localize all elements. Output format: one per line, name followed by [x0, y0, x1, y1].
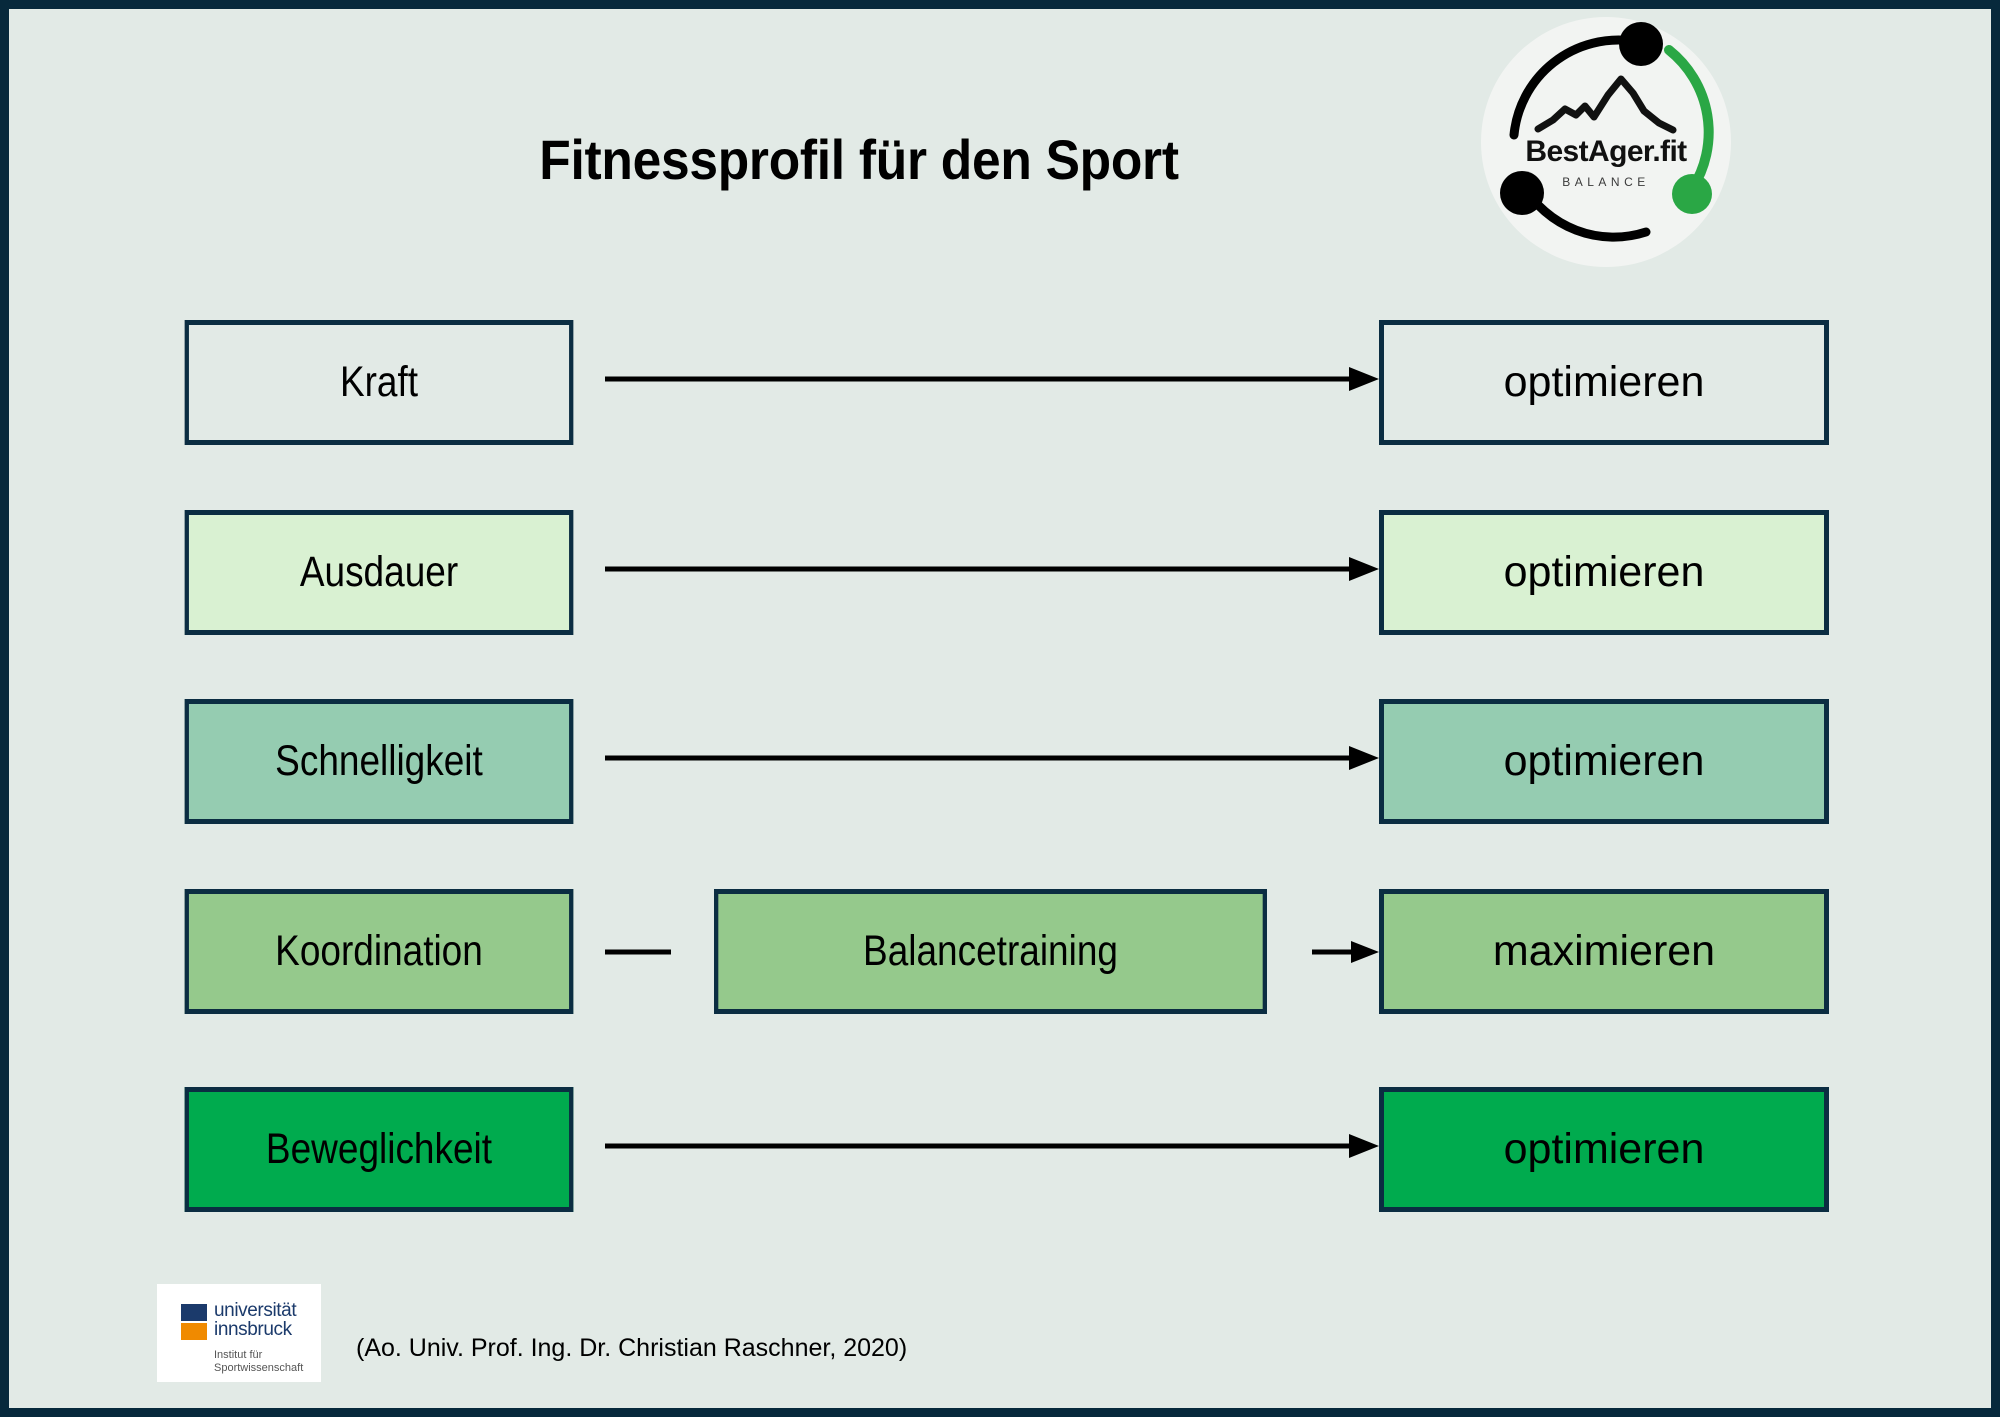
box-koordination-goal-label: maximieren	[1492, 927, 1716, 975]
box-schnelligkeit-goal-label: optimieren	[1503, 737, 1705, 785]
box-beweglichkeit-goal[interactable]: optimieren	[1379, 1087, 1829, 1212]
logo-arcs-icon	[1500, 22, 1714, 242]
box-beweglichkeit-label: Beweglichkeit	[265, 1125, 493, 1173]
arrow-schnelligkeit	[605, 743, 1379, 773]
box-koordination-goal[interactable]: maximieren	[1379, 889, 1829, 1014]
box-schnelligkeit-goal[interactable]: optimieren	[1379, 699, 1829, 824]
page-title: Fitnessprofil für den Sport	[539, 128, 1179, 191]
bestager-logo: BestAger.fit BALANCE	[1481, 17, 1731, 267]
box-kraft-label: Kraft	[339, 358, 419, 406]
box-kraft[interactable]: Kraft	[184, 320, 574, 445]
uni-squares-icon	[181, 1301, 207, 1340]
box-ausdauer-goal-label: optimieren	[1503, 548, 1705, 596]
university-innsbruck-logo: universität innsbruck Institut für Sport…	[157, 1284, 321, 1382]
arrow-kraft	[605, 364, 1379, 394]
box-koordination-label: Koordination	[275, 927, 483, 975]
box-beweglichkeit-goal-label: optimieren	[1503, 1125, 1705, 1173]
connector-koordination-balance	[605, 937, 671, 967]
box-schnelligkeit-label: Schnelligkeit	[275, 737, 483, 785]
logo-subtitle: BALANCE	[1562, 175, 1650, 189]
logo-wordmark: BestAger.fit	[1525, 135, 1687, 168]
arrow-balance-maximieren	[1312, 937, 1379, 967]
box-balancetraining[interactable]: Balancetraining	[714, 889, 1267, 1014]
box-beweglichkeit[interactable]: Beweglichkeit	[184, 1087, 574, 1212]
box-balancetraining-label: Balancetraining	[863, 927, 1118, 975]
box-schnelligkeit[interactable]: Schnelligkeit	[184, 699, 574, 824]
source-caption: (Ao. Univ. Prof. Ing. Dr. Christian Rasc…	[356, 1334, 908, 1362]
box-kraft-goal-label: optimieren	[1503, 358, 1705, 406]
box-ausdauer[interactable]: Ausdauer	[184, 510, 574, 635]
box-ausdauer-goal[interactable]: optimieren	[1379, 510, 1829, 635]
arrow-ausdauer	[605, 554, 1379, 584]
box-ausdauer-label: Ausdauer	[299, 548, 459, 596]
box-koordination[interactable]: Koordination	[184, 889, 574, 1014]
arrow-beweglichkeit	[605, 1131, 1379, 1161]
uni-name-line1: universität	[214, 1300, 297, 1321]
logo-disc	[1481, 17, 1731, 267]
uni-department-line1: Institut für	[214, 1349, 263, 1361]
uni-department-line2: Sportwissenschaft	[214, 1362, 304, 1374]
uni-name-line2: innsbruck	[214, 1319, 292, 1340]
box-kraft-goal[interactable]: optimieren	[1379, 320, 1829, 445]
